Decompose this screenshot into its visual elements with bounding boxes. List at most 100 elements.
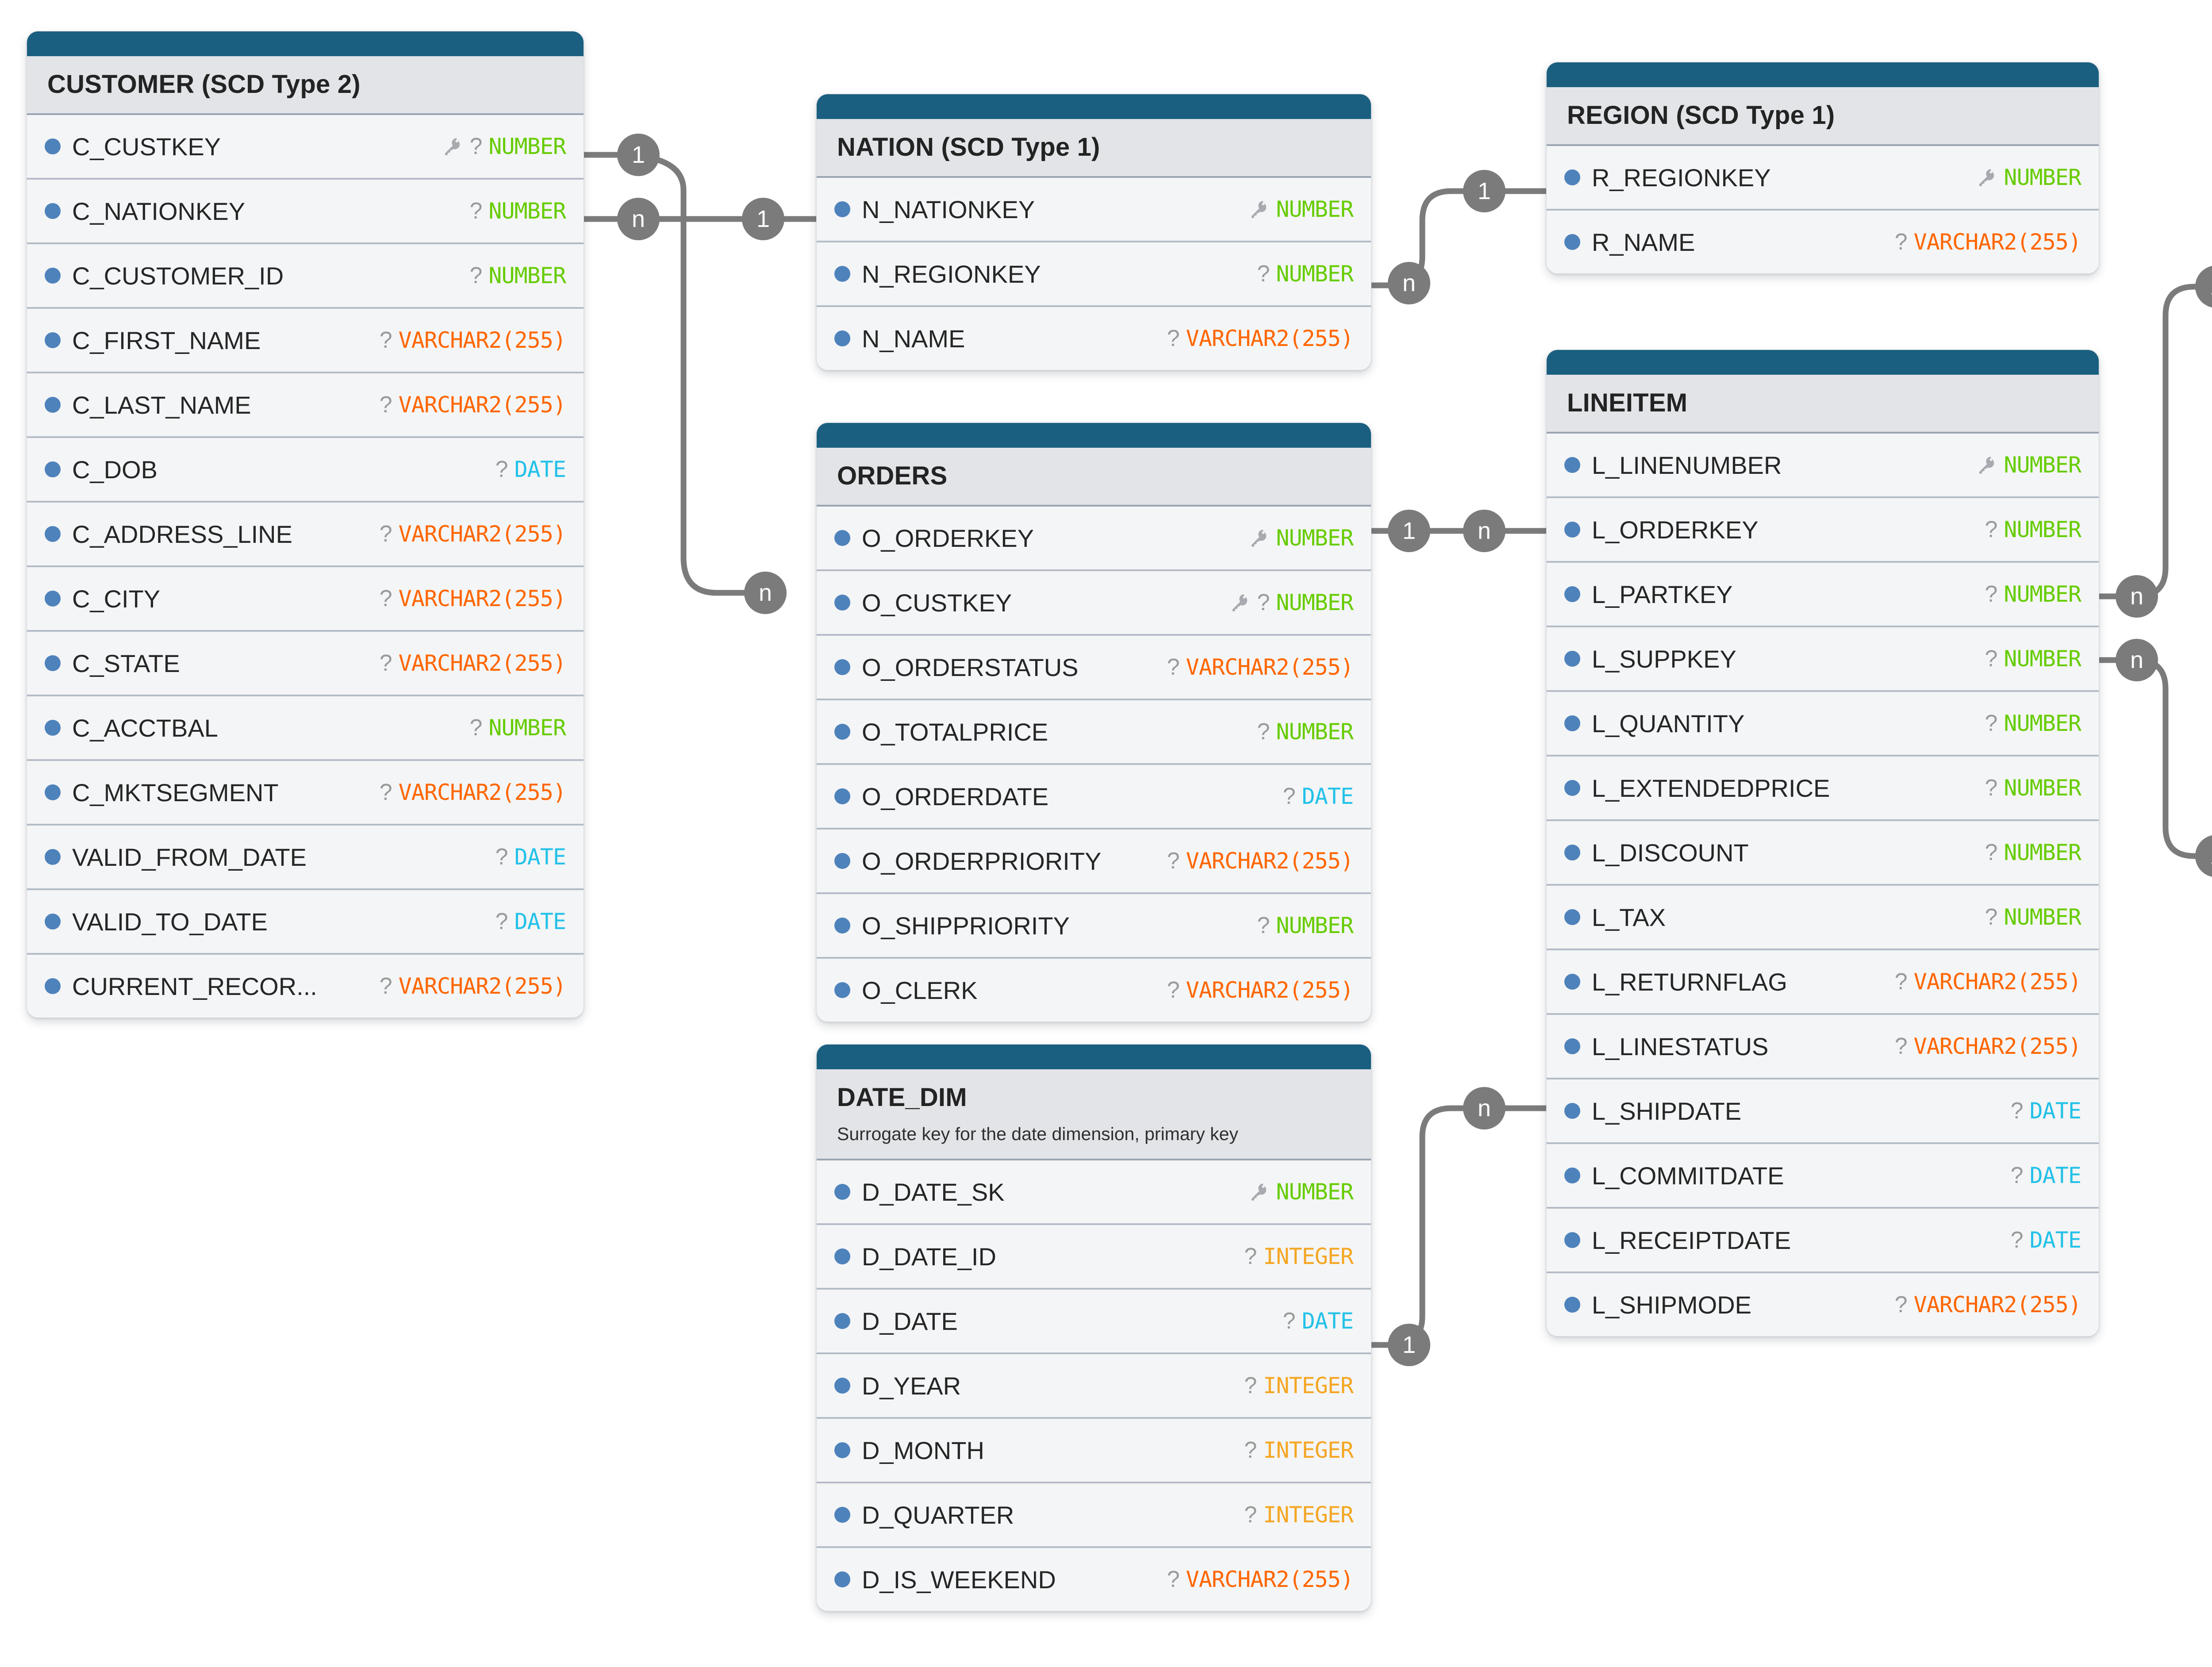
field-row[interactable]: L_SUPPKEY?NUMBER <box>1547 626 2099 690</box>
field-row[interactable]: D_MONTH?INTEGER <box>817 1417 1371 1482</box>
field-row[interactable]: C_CUSTKEY?NUMBER <box>27 113 584 178</box>
field-row[interactable]: C_STATE?VARCHAR2(255) <box>27 630 584 695</box>
field-row[interactable]: L_ORDERKEY?NUMBER <box>1547 496 2099 561</box>
field-bullet-icon <box>1564 845 1580 860</box>
field-row[interactable]: VALID_TO_DATE?DATE <box>27 888 584 953</box>
field-meta: ?INTEGER <box>1244 1502 1354 1528</box>
field-row[interactable]: L_QUANTITY?NUMBER <box>1547 690 2099 755</box>
field-bullet-icon <box>834 1571 850 1587</box>
field-name: N_REGIONKEY <box>862 260 1041 288</box>
field-row[interactable]: C_NATIONKEY?NUMBER <box>27 178 584 242</box>
field-name: C_STATE <box>72 649 180 677</box>
nullable-question-icon: ? <box>379 521 392 547</box>
field-row[interactable]: D_QUARTER?INTEGER <box>817 1482 1371 1546</box>
nullable-question-icon: ? <box>379 586 392 611</box>
field-row[interactable]: L_SHIPDATE?DATE <box>1547 1078 2099 1142</box>
field-row[interactable]: O_SHIPPRIORITY?NUMBER <box>817 892 1371 957</box>
cardinality-badge-lineitem-part-source: n <box>2116 575 2158 618</box>
field-name: C_MKTSEGMENT <box>72 778 279 807</box>
field-row[interactable]: O_ORDERSTATUS?VARCHAR2(255) <box>817 634 1371 699</box>
field-datatype: NUMBER <box>1276 196 1354 222</box>
nullable-question-icon: ? <box>1894 1033 1908 1059</box>
field-row[interactable]: C_MKTSEGMENT?VARCHAR2(255) <box>27 759 584 824</box>
field-row[interactable]: CURRENT_RECOR...?VARCHAR2(255) <box>27 953 584 1018</box>
field-row[interactable]: L_RETURNFLAG?VARCHAR2(255) <box>1547 949 2099 1013</box>
field-bullet-icon <box>834 918 850 933</box>
field-row[interactable]: D_YEAR?INTEGER <box>817 1352 1371 1417</box>
cardinality-badge-orders-lineitem-target: n <box>1463 510 1505 552</box>
field-row[interactable]: C_CUSTOMER_ID?NUMBER <box>27 242 584 307</box>
field-datatype: VARCHAR2(255) <box>398 586 566 611</box>
field-name: VALID_FROM_DATE <box>72 843 307 871</box>
field-row[interactable]: C_FIRST_NAME?VARCHAR2(255) <box>27 307 584 372</box>
nullable-question-icon: ? <box>1244 1437 1257 1463</box>
field-meta: NUMBER <box>1977 452 2081 478</box>
entity-title: LINEITEM <box>1567 388 1688 417</box>
field-name: O_TOTALPRICE <box>862 718 1048 746</box>
field-meta: ?NUMBER <box>1985 775 2081 801</box>
cardinality-badge-datedim-lineitem-target: n <box>1463 1087 1505 1129</box>
field-row[interactable]: L_DISCOUNT?NUMBER <box>1547 819 2099 884</box>
field-meta: ?DATE <box>495 909 566 934</box>
entity-header: REGION (SCD Type 1) <box>1547 87 2099 144</box>
field-row[interactable]: O_TOTALPRICE ?NUMBER <box>817 699 1371 763</box>
field-row[interactable]: L_EXTENDEDPRICE?NUMBER <box>1547 755 2099 819</box>
field-row[interactable]: C_ADDRESS_LINE?VARCHAR2(255) <box>27 501 584 565</box>
field-row[interactable]: O_ORDERDATE?DATE <box>817 763 1371 828</box>
field-meta: ?VARCHAR2(255) <box>1167 1567 1354 1592</box>
field-row[interactable]: L_TAX?NUMBER <box>1547 884 2099 949</box>
field-row[interactable]: C_LAST_NAME?VARCHAR2(255) <box>27 372 584 436</box>
nullable-question-icon: ? <box>379 327 392 353</box>
field-row[interactable]: O_ORDERPRIORITY?VARCHAR2(255) <box>817 828 1371 892</box>
field-row[interactable]: VALID_FROM_DATE?DATE <box>27 824 584 888</box>
nullable-question-icon: ? <box>379 780 392 805</box>
field-bullet-icon <box>834 530 850 546</box>
nullable-question-icon: ? <box>495 457 508 482</box>
field-bullet-icon <box>1564 586 1580 602</box>
field-bullet-icon <box>834 1248 850 1264</box>
field-row[interactable]: R_NAME?VARCHAR2(255) <box>1547 209 2099 273</box>
field-meta: NUMBER <box>1249 1179 1354 1205</box>
field-datatype: VARCHAR2(255) <box>1913 1292 2081 1317</box>
field-row[interactable]: L_RECEIPTDATE?DATE <box>1547 1207 2099 1271</box>
nullable-question-icon: ? <box>379 392 392 418</box>
field-bullet-icon <box>45 203 61 219</box>
field-meta: ?NUMBER <box>1257 719 1354 745</box>
field-datatype: NUMBER <box>2004 711 2081 736</box>
field-row[interactable]: N_NAME?VARCHAR2(255) <box>817 305 1371 370</box>
field-bullet-icon <box>1564 909 1580 925</box>
field-row[interactable]: L_COMMITDATE?DATE <box>1547 1142 2099 1207</box>
field-meta: ?NUMBER <box>469 715 566 741</box>
field-row[interactable]: D_DATE?DATE <box>817 1288 1371 1352</box>
field-row[interactable]: O_CUSTKEY?NUMBER <box>817 569 1371 634</box>
field-row[interactable]: N_REGIONKEY?NUMBER <box>817 241 1371 305</box>
field-row[interactable]: L_LINESTATUS?VARCHAR2(255) <box>1547 1013 2099 1078</box>
field-row[interactable]: L_SHIPMODE?VARCHAR2(255) <box>1547 1271 2099 1336</box>
field-name: D_MONTH <box>862 1436 984 1464</box>
field-name: O_ORDERPRIORITY <box>862 847 1102 875</box>
field-row[interactable]: D_DATE_ID?INTEGER <box>817 1223 1371 1288</box>
field-row[interactable]: O_CLERK?VARCHAR2(255) <box>817 957 1371 1022</box>
primary-key-icon <box>1252 201 1267 218</box>
nullable-question-icon: ? <box>1244 1373 1257 1398</box>
field-row[interactable]: C_CITY?VARCHAR2(255) <box>27 565 584 630</box>
entity-header: ORDERS <box>817 448 1371 505</box>
field-row[interactable]: L_PARTKEY?NUMBER <box>1547 561 2099 626</box>
entity-title: ORDERS <box>837 461 948 490</box>
field-row[interactable]: D_IS_WEEKEND?VARCHAR2(255) <box>817 1546 1371 1611</box>
field-row[interactable]: C_ACCTBAL?NUMBER <box>27 695 584 759</box>
field-row[interactable]: C_DOB?DATE <box>27 436 584 501</box>
